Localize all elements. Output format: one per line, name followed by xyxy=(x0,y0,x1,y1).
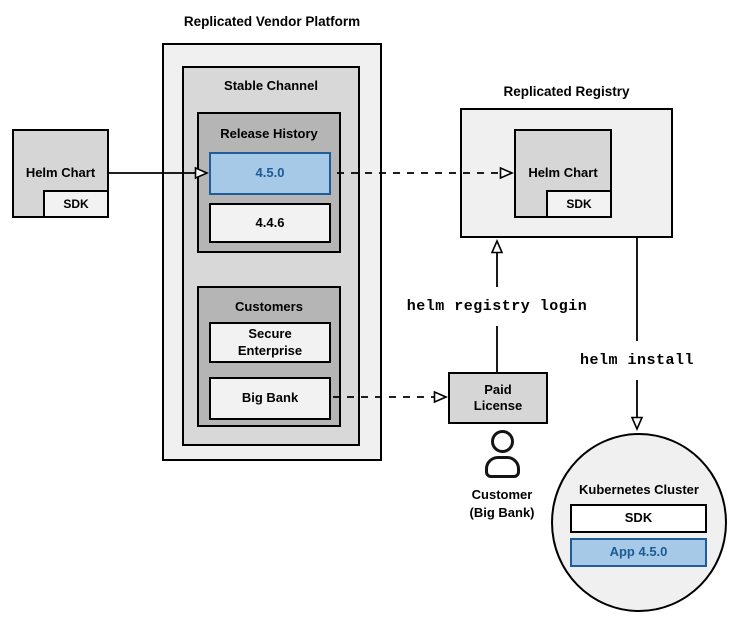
helm-registry-login-command: helm registry login xyxy=(401,287,593,326)
registry-title: Replicated Registry xyxy=(503,84,630,99)
customer-caption-line1: Customer xyxy=(471,487,533,502)
customers-label: Customers xyxy=(235,299,303,314)
release-version-4-5-0: 4.5.0 xyxy=(209,152,331,195)
helm-install-command: helm install xyxy=(574,341,700,380)
person-icon xyxy=(484,430,520,478)
kubernetes-cluster-label: Kubernetes Cluster xyxy=(579,482,699,497)
registry-sdk-label: SDK xyxy=(566,197,592,211)
customer-caption: Customer (Big Bank) xyxy=(447,486,557,521)
vendor-platform-title: Replicated Vendor Platform xyxy=(183,14,361,29)
customers-box: Customers Secure Enterprise Big Bank xyxy=(197,286,341,427)
person-body xyxy=(484,456,520,478)
source-sdk-box: SDK xyxy=(43,190,109,218)
release-version-4-4-6: 4.4.6 xyxy=(209,203,331,243)
release-version-label: 4.5.0 xyxy=(255,165,285,181)
cluster-sdk-box: SDK xyxy=(570,504,707,533)
stable-channel-label: Stable Channel xyxy=(224,78,318,93)
stable-channel-box: Stable Channel Release History 4.5.0 4.4… xyxy=(182,66,360,446)
vendor-platform-box: Stable Channel Release History 4.5.0 4.4… xyxy=(162,43,382,461)
release-history-label: Release History xyxy=(220,126,318,141)
source-helm-chart-box: Helm Chart SDK xyxy=(12,129,109,218)
person-head xyxy=(490,430,514,453)
kubernetes-cluster-circle: Kubernetes Cluster SDK App 4.5.0 xyxy=(551,433,727,612)
registry-sdk-box: SDK xyxy=(546,190,612,218)
source-sdk-label: SDK xyxy=(63,197,89,211)
customer-item-label: Big Bank xyxy=(241,390,299,406)
customer-item-label: Secure Enterprise xyxy=(237,326,303,358)
customer-secure-enterprise: Secure Enterprise xyxy=(209,322,331,363)
cluster-app-box: App 4.5.0 xyxy=(570,538,707,567)
customer-big-bank: Big Bank xyxy=(209,377,331,420)
customer-caption-line2: (Big Bank) xyxy=(469,504,535,520)
cluster-app-label: App 4.5.0 xyxy=(609,544,668,560)
registry-helm-chart-box: Helm Chart SDK xyxy=(514,129,612,218)
paid-license-label: Paid License xyxy=(473,381,523,413)
registry-box: Helm Chart SDK xyxy=(460,108,673,238)
registry-helm-chart-label: Helm Chart xyxy=(528,165,598,181)
cluster-sdk-label: SDK xyxy=(624,510,653,526)
release-history-box: Release History 4.5.0 4.4.6 xyxy=(197,112,341,253)
release-version-label: 4.4.6 xyxy=(255,214,285,230)
paid-license-box: Paid License xyxy=(448,372,548,424)
source-helm-chart-label: Helm Chart xyxy=(25,165,96,181)
